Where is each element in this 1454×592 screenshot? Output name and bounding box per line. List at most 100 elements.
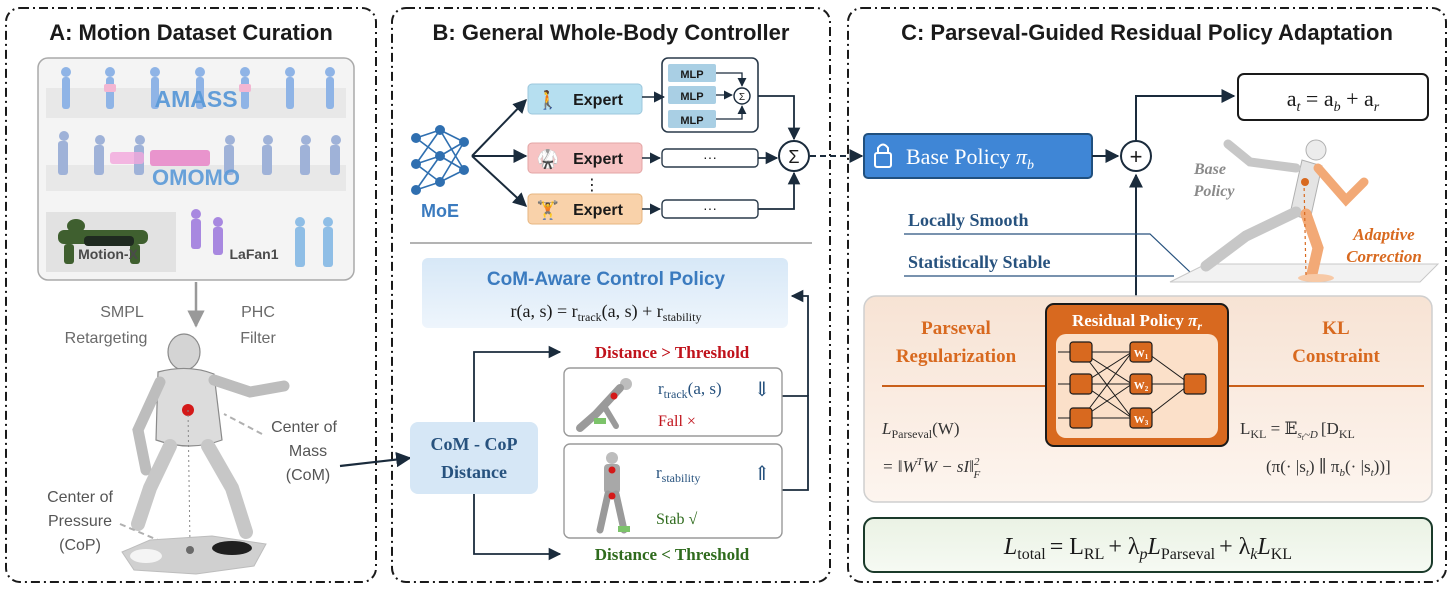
base-policy-tag-2: Policy — [1193, 183, 1236, 200]
residual-nodes — [1069, 341, 1207, 429]
total-loss-equation: Ltotal= LRL+ λpLParseval+ λkLKL — [1003, 534, 1292, 563]
dataset-lafan: LaFan1 — [229, 246, 278, 262]
base-policy-label: Base Policy πb — [906, 144, 1034, 173]
adaptive-correction-1: Adaptive — [1352, 225, 1415, 244]
walk-icon: 🚶 — [537, 89, 559, 110]
fall-label: Fall × — [658, 413, 696, 430]
control-policy-box — [422, 258, 788, 328]
foot-left — [130, 549, 162, 563]
carry-icon: 🏋 — [537, 199, 559, 220]
panel-a-frame — [5, 7, 377, 583]
kl-formula-line-2: (π(· |st) ∥ πb(· |st))] — [1266, 457, 1391, 479]
com-label-1: Center of — [271, 419, 337, 436]
com-label-2: Mass — [289, 443, 327, 460]
expert-2-label: Expert — [573, 151, 623, 168]
locally-line — [904, 233, 1191, 273]
humanoid-robot — [131, 333, 290, 547]
moe-sum-node — [778, 140, 810, 172]
fall-robot-icon — [576, 378, 632, 432]
distance-label-2: Distance — [441, 462, 507, 482]
foot-right — [212, 541, 252, 555]
kl-formula-line-1: LKL = 𝔼st~D[DKL — [1240, 419, 1355, 442]
distance-under-label: Distance < Threshold — [595, 545, 750, 564]
distance-over-branch — [473, 345, 562, 422]
mlp-group-to-sum — [758, 95, 801, 141]
reward-equation: r(a, s) = rtrack(a, s) + rstability — [511, 301, 702, 324]
panel-b-frame — [391, 7, 831, 583]
action-box — [1237, 73, 1429, 121]
mlp-2 — [668, 86, 716, 104]
expert-2-ellipsis: ··· — [703, 149, 717, 165]
mlp-sum-node — [733, 87, 751, 105]
filter-label-2: Filter — [240, 330, 276, 347]
dataset-amass: AMASS — [154, 86, 237, 112]
com-label-3: (CoM) — [286, 467, 330, 484]
base-policy-tag-1: Base — [1193, 161, 1226, 178]
feedback-up — [790, 289, 809, 396]
moe-to-expert-3 — [471, 155, 528, 207]
moe-label: MoE — [421, 201, 459, 221]
dataset-motion-x: Motion-X — [78, 246, 139, 262]
statistically-stable-label: Statistically Stable — [908, 252, 1051, 272]
expert-3-label: Expert — [573, 202, 623, 219]
retarget-label-1: SMPL — [100, 304, 144, 321]
mlp-2-label: MLP — [680, 91, 703, 103]
filter-label-1: PHC — [241, 304, 275, 321]
expert-1-label: Expert — [573, 92, 623, 109]
plus-symbol: + — [1130, 144, 1143, 169]
mlp-1 — [668, 64, 716, 82]
mlp-3-label: MLP — [680, 115, 703, 127]
mlp1-to-sum — [716, 72, 747, 87]
cop-label-3: (CoP) — [59, 537, 101, 554]
runner-figure — [1169, 139, 1440, 283]
expert-3-ellipsis: ··· — [703, 200, 717, 216]
dataset-omomo: OMOMO — [152, 165, 240, 190]
omomo-figures — [46, 131, 346, 191]
distance-over-label: Distance > Threshold — [595, 343, 750, 362]
weight-w3: W3 — [1134, 414, 1149, 427]
feedback-to-policy — [782, 395, 809, 491]
total-loss-box — [863, 517, 1433, 573]
panel-c-title: C: Parseval-Guided Residual Policy Adapt… — [901, 20, 1393, 45]
a-to-b-arrow — [339, 451, 412, 468]
kick-icon: 🥋 — [537, 148, 559, 170]
panel-b-title: B: General Whole-Body Controller — [433, 20, 790, 45]
stab-label: Stab √ — [656, 511, 697, 528]
action-equation: at = ab + ar — [1287, 86, 1380, 115]
motion-x-figures — [46, 212, 176, 272]
weight-w2: W2 — [1134, 380, 1149, 393]
ph3-to-sum — [758, 171, 801, 210]
amass-figures — [46, 67, 346, 118]
panel-a-title: A: Motion Dataset Curation — [49, 20, 333, 45]
locally-smooth-label: Locally Smooth — [908, 210, 1029, 230]
parseval-formula-line-1: LParseval(W) — [881, 419, 960, 441]
lock-icon — [874, 143, 892, 168]
expert-1-box — [527, 83, 643, 115]
com-cop-distance-box — [410, 422, 538, 494]
cop-point — [186, 546, 194, 554]
cop-label-2: Pressure — [48, 513, 112, 530]
moe-to-expert-1 — [471, 98, 527, 157]
moe-nodes — [411, 125, 469, 195]
panel-c-frame — [847, 7, 1447, 583]
residual-policy-label: Residual Policy πr — [1072, 311, 1202, 333]
mlp-1-label: MLP — [680, 69, 703, 81]
stable-robot-icon — [596, 452, 630, 534]
parseval-label-1: Parseval — [921, 318, 991, 339]
track-reward: rtrack(a, s) — [658, 379, 722, 401]
cop-label-1: Center of — [47, 489, 113, 506]
kl-label-2: Constraint — [1292, 346, 1380, 367]
moe-sum-symbol: Σ — [788, 147, 799, 167]
retarget-label-2: Retargeting — [65, 330, 148, 347]
mlp3-to-sum — [716, 105, 747, 120]
plus-to-action — [1135, 89, 1236, 141]
mlp-sum-symbol: Σ — [739, 92, 745, 103]
distance-label-1: CoM - CoP — [431, 434, 518, 454]
com-pointer — [223, 413, 263, 435]
parseval-label-2: Regularization — [896, 346, 1017, 367]
lafan-figures — [191, 209, 333, 267]
stability-reward: rstability — [656, 463, 700, 485]
weight-w1: W1 — [1134, 348, 1149, 361]
